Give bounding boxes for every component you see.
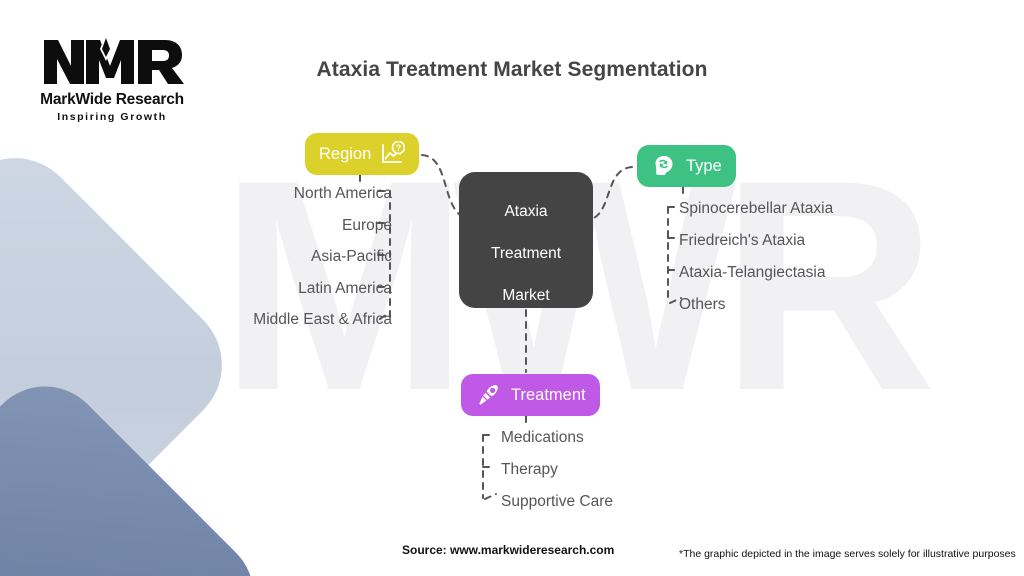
list-item: Middle East & Africa (253, 311, 392, 328)
source-text: Source: www.markwideresearch.com (402, 543, 615, 557)
list-item: Spinocerebellar Ataxia (679, 200, 834, 217)
svg-text:?: ? (396, 143, 402, 153)
branch-items-type: Spinocerebellar Ataxia Friedreich's Atax… (679, 201, 833, 329)
branch-items-treatment: Medications Therapy Supportive Care (501, 430, 613, 526)
brain-head-icon (651, 153, 677, 179)
branch-badge-region[interactable]: Region ? (305, 133, 420, 175)
branch-badge-treatment[interactable]: Treatment (461, 374, 600, 416)
list-item: Medications (501, 429, 584, 446)
chart-question-icon: ? (379, 141, 406, 167)
logo-tagline: Inspiring Growth (57, 111, 167, 123)
mwr-logo-icon (44, 34, 184, 84)
branch-items-region: North America Europe Asia-Pacific Latin … (0, 186, 392, 344)
branch-label-region: Region (319, 144, 372, 163)
branch-label-type: Type (686, 156, 722, 175)
branch-label-treatment: Treatment (511, 385, 586, 404)
center-node-line-3: Market (502, 286, 550, 304)
list-item: Therapy (501, 461, 558, 478)
list-item: Others (679, 296, 726, 313)
page-title: Ataxia Treatment Market Segmentation (316, 58, 708, 81)
brand-logo: MarkWide Research Inspiring Growth (22, 32, 202, 123)
list-item: Latin America (298, 279, 392, 297)
syringe-icon (475, 382, 501, 408)
center-node-line-2: Treatment (490, 244, 562, 262)
disclaimer-text: *The graphic depicted in the image serve… (679, 548, 1016, 560)
list-item: Asia-Pacific (311, 248, 392, 265)
list-item: North America (293, 185, 392, 202)
center-node-line-1: Ataxia (504, 202, 548, 220)
branch-badge-type[interactable]: Type (637, 145, 736, 187)
logo-brand-name: MarkWide Research (40, 91, 184, 108)
list-item: Friedreich's Ataxia (679, 232, 806, 249)
decorative-shape-dark (0, 361, 279, 576)
list-item: Europe (342, 216, 392, 234)
list-item: Ataxia-Telangiectasia (679, 264, 826, 281)
list-item: Supportive Care (501, 493, 614, 510)
